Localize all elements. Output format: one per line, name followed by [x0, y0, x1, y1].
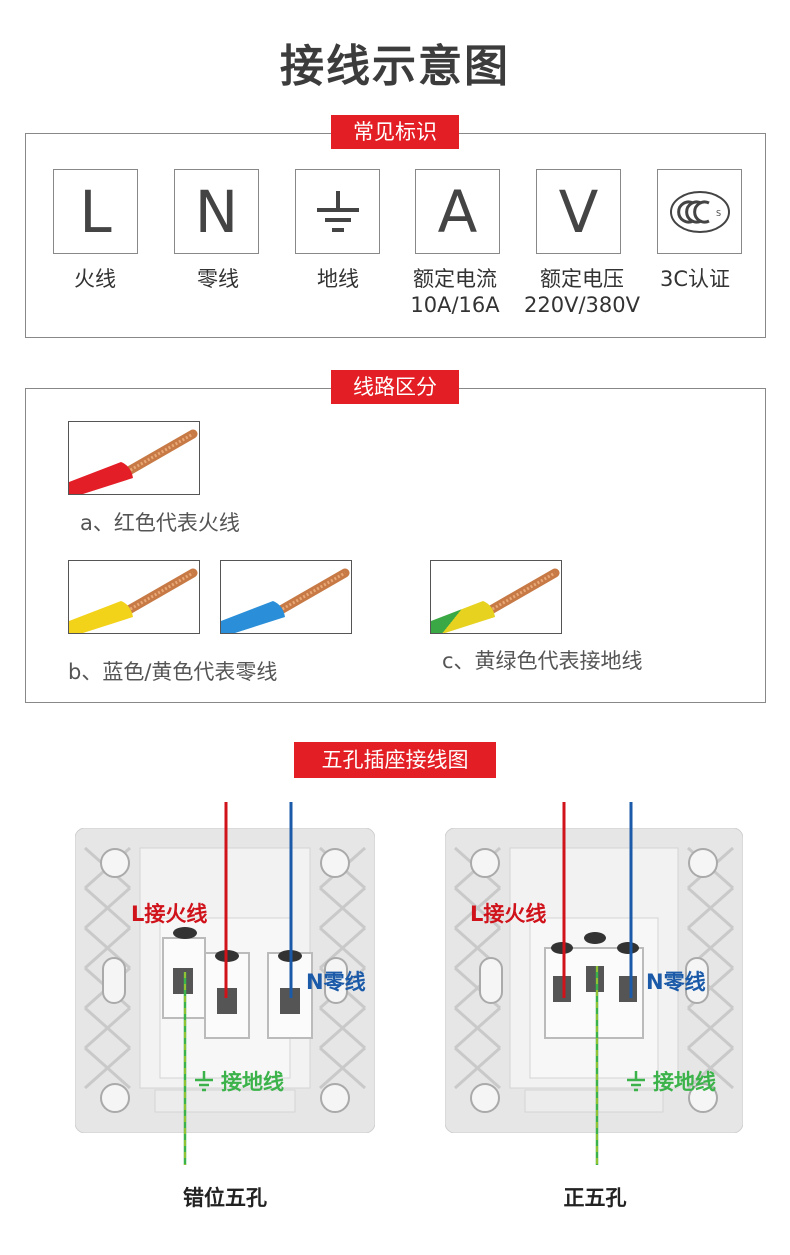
symbol-ground: [295, 169, 380, 254]
page-title: 接线示意图: [280, 41, 510, 92]
right-neutral-wire: [629, 802, 633, 998]
left-live-label: L接火线: [131, 902, 208, 926]
symbols-section: [25, 133, 766, 338]
wiring-badge: 五孔插座接线图: [294, 742, 496, 778]
ground-icon: [627, 1071, 645, 1092]
left-neutral-wire: [289, 802, 293, 998]
left-ground-wire: [183, 972, 187, 1165]
left-ground-label: 接地线: [193, 1066, 284, 1096]
label-live: 火线: [74, 267, 116, 291]
symbol-neutral: N: [174, 169, 259, 254]
wire-yellow: [68, 560, 200, 634]
left-neutral-label: N零线: [306, 970, 366, 994]
label-ccc: 3C认证: [659, 267, 731, 291]
wire-yellow-green: [430, 560, 562, 634]
label-neutral: 零线: [197, 267, 239, 291]
socket-standard: [444, 827, 744, 1134]
right-live-wire: [562, 802, 566, 998]
ground-icon: [316, 190, 359, 232]
wire-red: [68, 421, 200, 495]
right-ground-wire: [595, 966, 599, 1165]
symbol-current: A: [415, 169, 500, 254]
wires-badge: 线路区分: [331, 370, 459, 404]
symbol-voltage: V: [536, 169, 621, 254]
right-neutral-label: N零线: [646, 970, 706, 994]
caption-yellow-green: c、黄绿色代表接地线: [442, 649, 643, 673]
caption-red: a、红色代表火线: [80, 511, 240, 535]
right-caption: 正五孔: [563, 1186, 627, 1210]
label-ground: 地线: [317, 267, 359, 291]
left-live-wire: [224, 802, 228, 998]
left-caption: 错位五孔: [183, 1186, 267, 1210]
symbol-live: L: [53, 169, 138, 254]
right-live-label: L接火线: [470, 902, 547, 926]
caption-blue-yellow: b、蓝色/黄色代表零线: [68, 660, 278, 684]
ground-icon: [195, 1071, 213, 1092]
ccc-icon: S: [669, 190, 730, 233]
right-ground-label: 接地线: [625, 1066, 716, 1096]
svg-text:S: S: [716, 209, 721, 218]
symbols-badge: 常见标识: [331, 115, 459, 149]
wire-blue: [220, 560, 352, 634]
symbol-ccc: S: [657, 169, 742, 254]
